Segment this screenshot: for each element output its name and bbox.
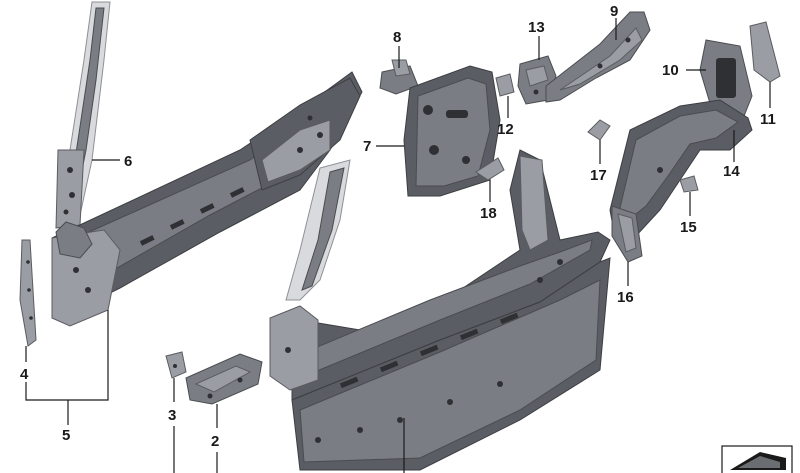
callout-16: 16 [617, 289, 634, 306]
callout-18: 18 [480, 205, 497, 222]
part-4-reinforcement-strip[interactable] [19, 239, 37, 347]
callout-12: 12 [497, 121, 514, 138]
part-11-rear-strip[interactable] [749, 21, 781, 83]
callout-14: 14 [723, 163, 740, 180]
callout-5: 5 [62, 427, 70, 444]
callout-7: 7 [363, 138, 371, 155]
callout-17: 17 [590, 167, 607, 184]
part-7-inner-panel[interactable] [403, 65, 501, 197]
callout-6: 6 [124, 153, 132, 170]
part-6-a-pillar-upper[interactable] [55, 1, 111, 229]
part-3-small-bracket[interactable] [165, 351, 187, 379]
part-15-plug[interactable] [679, 175, 699, 193]
leader-lines [25, 18, 771, 473]
callout-11: 11 [760, 111, 776, 128]
callout-10: 10 [662, 62, 679, 79]
callout-13: 13 [528, 19, 545, 36]
vehicle-side-silhouette-icon [721, 445, 793, 473]
callout-4: 4 [20, 366, 29, 383]
part-1-side-frame-main[interactable] [269, 149, 611, 471]
part-8-small-bracket[interactable] [379, 59, 419, 95]
callout-3: 3 [168, 407, 176, 424]
part-16-arch-brace[interactable] [611, 205, 643, 263]
part-18-bracket[interactable] [475, 157, 505, 181]
part-12-clip[interactable] [495, 73, 515, 97]
callout-2: 2 [211, 433, 219, 450]
part-10-rear-panel[interactable] [699, 39, 753, 117]
part-14-wheel-arch-liner[interactable] [609, 99, 753, 237]
part-17-small-clip[interactable] [587, 119, 611, 141]
callout-8: 8 [393, 29, 401, 46]
callout-15: 15 [680, 219, 697, 236]
callout-9: 9 [610, 3, 618, 20]
part-9-wheelhouse-rail[interactable] [545, 11, 651, 103]
part-2-sill-bracket[interactable] [185, 353, 263, 405]
part-5-side-frame-sill[interactable] [51, 71, 363, 327]
